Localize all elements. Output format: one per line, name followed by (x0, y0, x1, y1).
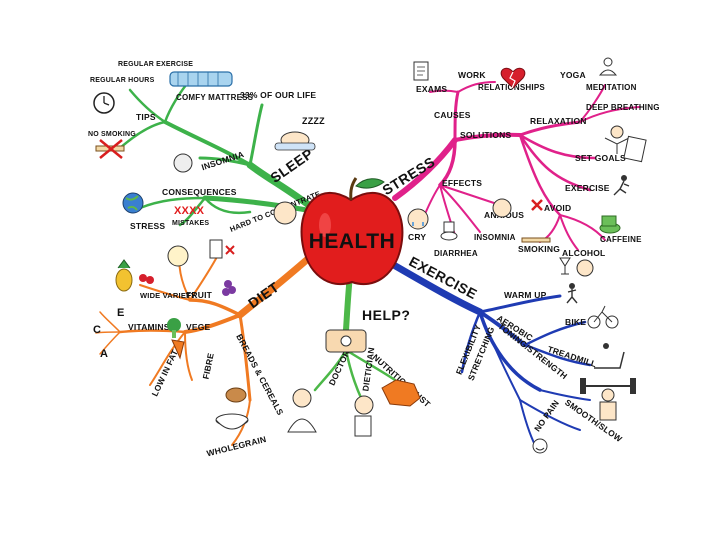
doctor-icon (288, 389, 316, 432)
smiley-face-icon (533, 439, 547, 453)
relaxation-label: RELAXATION (530, 116, 587, 126)
meditation-icon (600, 58, 616, 75)
causes-label: CAUSES (434, 110, 471, 120)
comfy-mattress-label: COMFY MATTRESS (176, 93, 254, 102)
stress-exercise-label: EXERCISE (565, 183, 610, 193)
doctor-label: DOCTOR (327, 348, 352, 387)
grapes-icon (222, 280, 236, 296)
warm-up-figure-icon (567, 283, 577, 303)
stress-title: STRESS (379, 153, 438, 198)
orange-half-icon (168, 246, 188, 266)
runner-icon (614, 175, 629, 195)
caffeine-label: CAFFEINE (600, 235, 642, 244)
globe-icon (123, 193, 143, 213)
dietician-icon (355, 396, 373, 436)
telephone-icon (326, 330, 366, 352)
wide-variety-label: WIDE VARIETY (140, 291, 196, 300)
vitamins-label: VITAMINS (128, 322, 170, 332)
breads-cereals-label: BREADS & CEREALS (234, 332, 285, 417)
tired-face-icon (274, 202, 296, 224)
alcohol-label: ALCOHOL (562, 248, 605, 258)
bike-label: BIKE (565, 317, 586, 327)
broccoli-icon (167, 318, 181, 338)
vitamin-e-label: E (117, 307, 125, 319)
vege-label: VEGE (186, 322, 211, 332)
consequences-label: CONSEQUENCES (162, 187, 237, 197)
no-icon (532, 200, 542, 210)
exams-label: EXAMS (416, 84, 447, 94)
center-title: HEALTH (309, 230, 396, 253)
help-title: HELP? (362, 307, 410, 323)
deep-breathing-label: DEEP BREATHING (586, 103, 660, 112)
notepad-icon (624, 136, 646, 161)
effects-label: EFFECTS (442, 178, 482, 188)
bread-bowl-icon (216, 388, 248, 429)
fibre-label: FIBRE (201, 352, 216, 380)
vitamin-c-label: C (93, 324, 101, 336)
zzz-label: ZZZZ (302, 116, 325, 126)
crying-face-icon (408, 209, 428, 229)
dietician-label: DIETICIAN (360, 347, 376, 392)
bicycle-icon (588, 306, 618, 328)
meditation-label: MEDITATION (586, 83, 637, 92)
diarrhea-label: DIARRHEA (434, 249, 478, 258)
mistakes-label: MISTAKES (172, 220, 209, 227)
mistake-marks: XXXX (174, 205, 205, 217)
solutions-label: SOLUTIONS (460, 130, 512, 140)
clock-icon (94, 93, 114, 113)
australia-map-icon (382, 380, 420, 406)
anxious-face-icon (493, 199, 511, 217)
low-in-fat-label: LOW IN FAT (150, 347, 181, 398)
cigarette-icon (522, 238, 550, 242)
juice-glass-icon (210, 240, 234, 258)
cherries-icon (139, 274, 154, 284)
martini-icon (560, 258, 570, 274)
work-label: WORK (458, 70, 486, 80)
vitamin-a-label: A (100, 348, 108, 360)
sleep-tips-label: TIPS (136, 112, 156, 122)
no-smoking-label: NO SMOKING (88, 131, 136, 138)
no-pain-label: NO PAIN (532, 398, 561, 433)
sleeping-person-icon (275, 132, 315, 150)
cry-label: CRY (408, 232, 426, 242)
coffee-cup-icon (600, 216, 620, 233)
sleep-insomnia-label: INSOMNIA (200, 149, 245, 172)
warm-up-label: WARM UP (504, 290, 547, 300)
treadmill-icon (594, 343, 624, 368)
sleep-title: SLEEP (267, 145, 316, 186)
exam-paper-icon (414, 62, 428, 80)
regular-hours-label: REGULAR HOURS (90, 77, 155, 84)
sleep-stress-label: STRESS (130, 221, 165, 231)
insomnia-face-icon (174, 154, 192, 172)
smoking-label: SMOKING (518, 244, 560, 254)
alcohol-face-icon (577, 260, 593, 276)
mattress-icon (170, 72, 232, 86)
no-cigarette-icon (96, 140, 124, 158)
pineapple-icon (116, 260, 132, 291)
avoid-label: AVOID (544, 203, 571, 213)
set-goals-label: SET GOALS (575, 153, 626, 163)
yoga-label: YOGA (560, 70, 586, 80)
stress-insomnia-label: INSOMNIA (474, 233, 516, 242)
regular-exercise-label: REGULAR EXERCISE (118, 61, 193, 68)
